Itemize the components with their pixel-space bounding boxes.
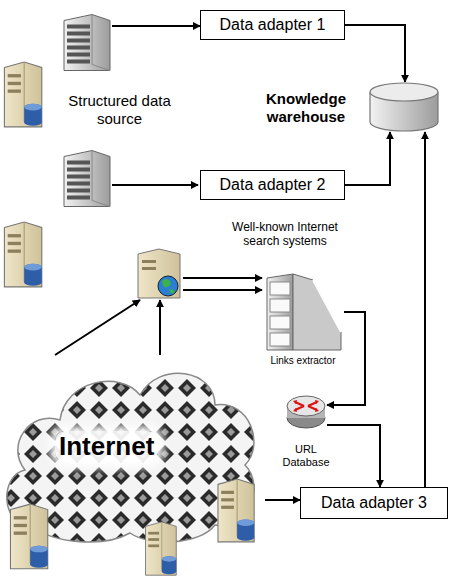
source-arrow <box>112 184 198 186</box>
flow-arrow <box>424 132 426 487</box>
adapter-box: Data adapter 2 <box>200 170 345 200</box>
links-extractor-node: Links extractor <box>262 272 344 352</box>
node-label: Data adapter 2 <box>220 175 326 194</box>
flow-arrow <box>55 300 140 355</box>
server-icon <box>4 62 41 127</box>
data-source-node: Structured data source <box>62 12 112 75</box>
adapter-box: Data adapter 3 <box>300 487 448 519</box>
flow-arrow <box>183 277 262 279</box>
node-label: Knowledge warehouse <box>256 90 356 126</box>
server-icon <box>146 522 177 575</box>
database-cylinder <box>370 83 438 131</box>
internet-cloud: Internet <box>0 355 265 545</box>
node-shape <box>262 272 344 352</box>
icon <box>267 274 341 350</box>
node-shape <box>135 248 183 300</box>
node-shape <box>285 388 327 432</box>
icon <box>64 15 110 71</box>
node-label: Well-known Internet search systems <box>215 220 355 249</box>
node-label: Data adapter 1 <box>220 15 326 34</box>
node-shape <box>62 12 112 75</box>
icon <box>287 396 325 428</box>
node-label: Data adapter 3 <box>321 493 427 512</box>
flow-arrow <box>112 25 200 27</box>
server-icon <box>4 222 41 287</box>
warehouse-node: Knowledge warehouse <box>368 82 440 132</box>
node-shape <box>368 82 440 132</box>
flow-arrow <box>265 499 300 501</box>
server-icon <box>218 479 254 542</box>
flow-arrow <box>183 289 262 291</box>
adapter-box: Data adapter 1 <box>200 10 345 40</box>
flow-arrow <box>345 25 405 82</box>
flow-arrow <box>345 132 390 185</box>
node-label: Internet <box>55 431 158 462</box>
node-label: URL Database <box>271 443 341 469</box>
node-label: Structured data source <box>57 92 182 128</box>
search-system-node: Well-known Internet search systems <box>135 248 183 300</box>
url-database-node: URL Database <box>285 388 327 432</box>
node-label: Links extractor <box>257 355 349 367</box>
server-icon <box>10 504 47 569</box>
flow-arrow <box>327 425 380 487</box>
icon <box>138 249 180 298</box>
rack-icon <box>64 151 110 207</box>
flow-arrow <box>159 300 161 355</box>
